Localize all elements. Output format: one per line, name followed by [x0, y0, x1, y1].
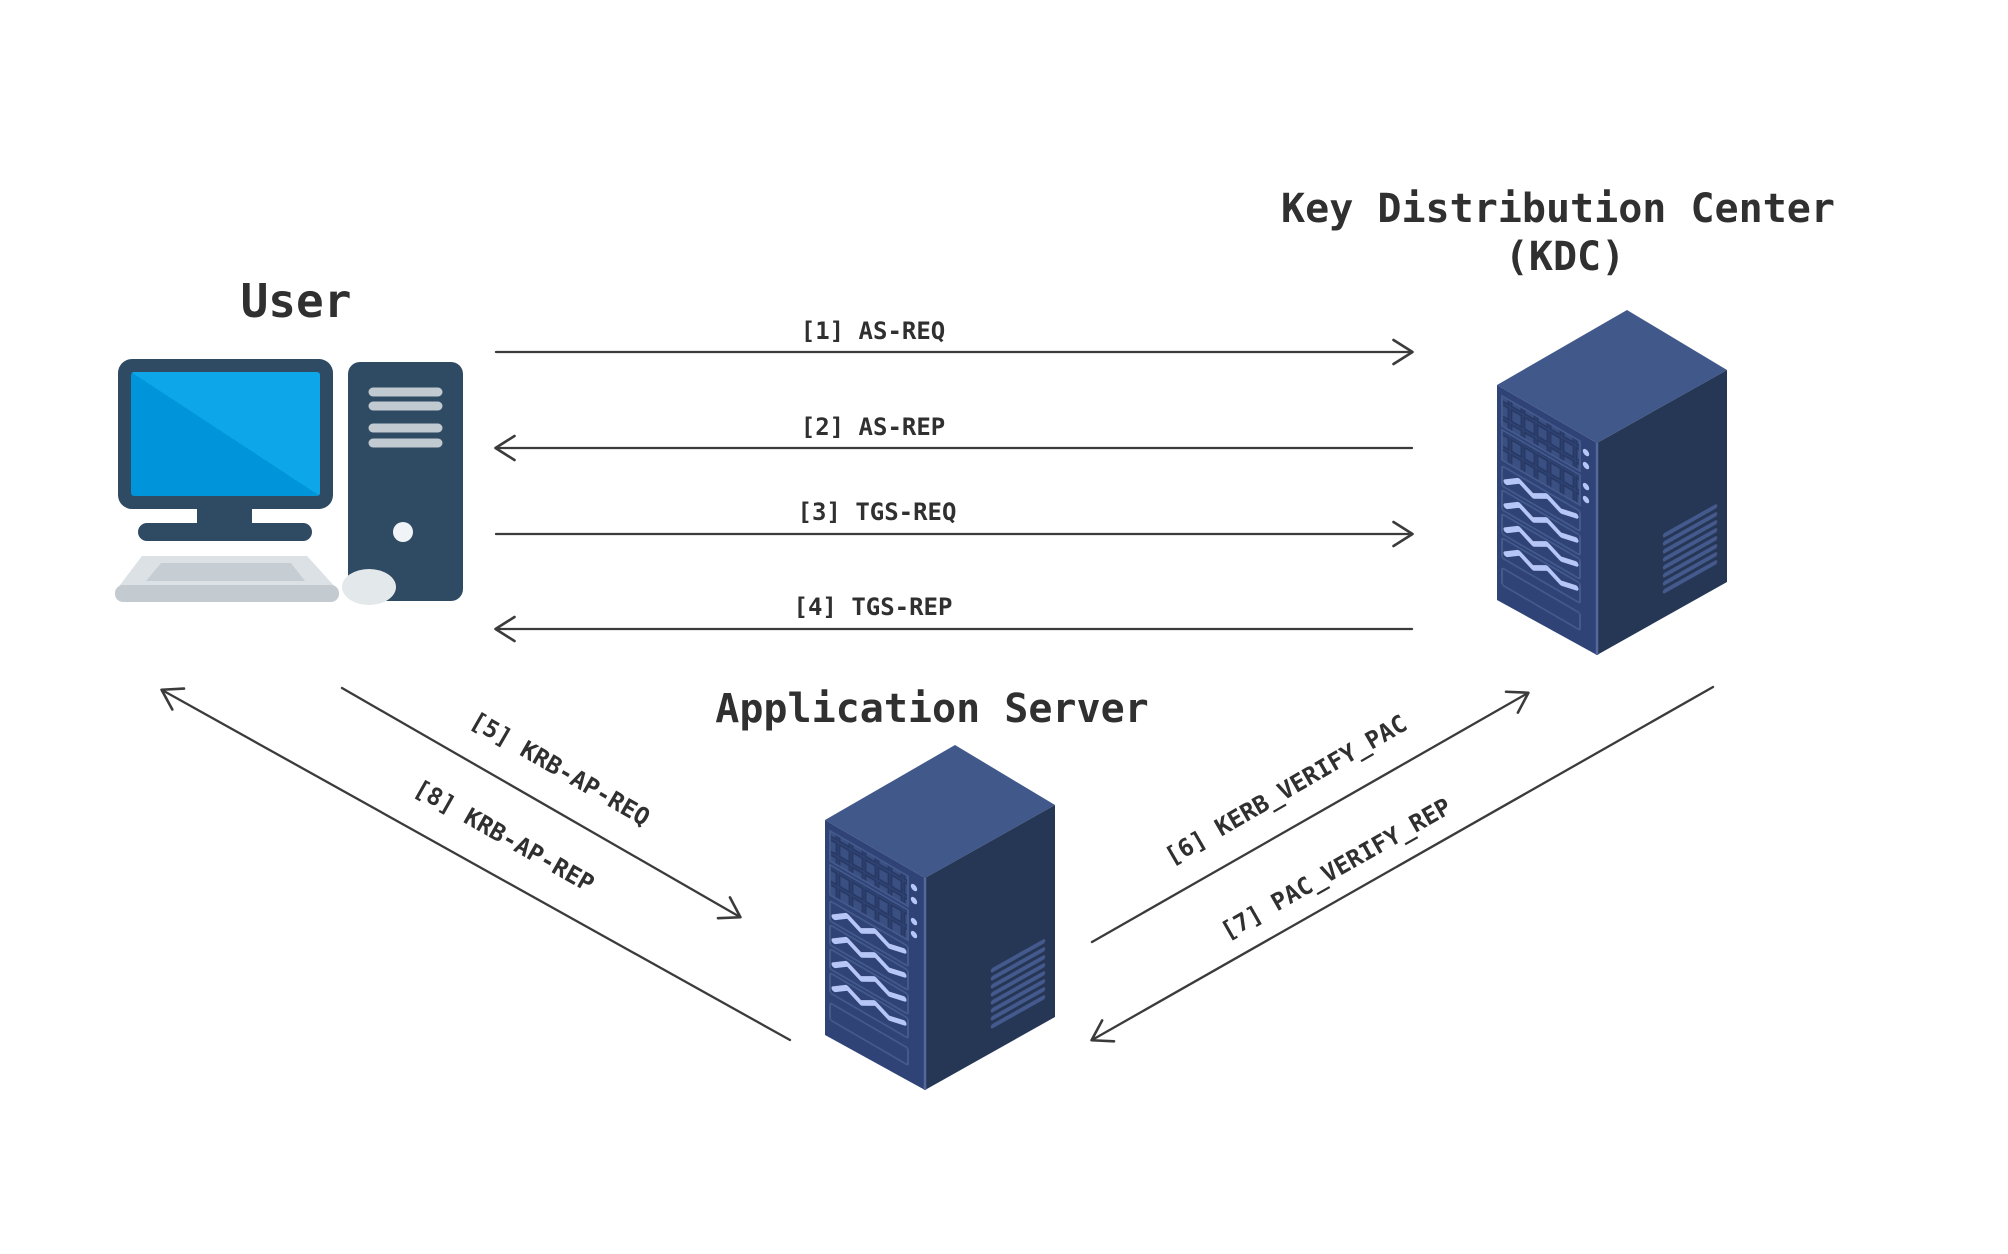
monitor-screen	[131, 372, 320, 496]
user-node-label: User	[241, 274, 352, 328]
kdc-node-label-line2: (KDC)	[1505, 234, 1625, 280]
keyboard-base	[115, 585, 339, 602]
arrow-as-rep: [2] AS-REP	[494, 413, 1414, 462]
application-server-node: Application Server	[715, 686, 1149, 1090]
arrow-kerb-verify-pac: [6] KERB_VERIFY_PAC	[1090, 690, 1530, 944]
tgs-rep-label: [4] TGS-REP	[794, 593, 953, 621]
arrow-tgs-req: [3] TGS-REQ	[494, 498, 1414, 548]
kerb-verify-pac-arrow-line	[1090, 690, 1530, 944]
kdc-server-icon	[1497, 310, 1727, 655]
as-rep-label: [2] AS-REP	[801, 413, 946, 441]
monitor-stand	[138, 523, 312, 541]
tower-power-button	[393, 522, 413, 542]
application-server-icon	[825, 745, 1055, 1090]
arrow-krb-ap-req: [5] KRB-AP-REQ	[340, 686, 742, 920]
tgs-req-label: [3] TGS-REQ	[798, 498, 957, 526]
as-req-label: [1] AS-REQ	[801, 317, 946, 345]
arrow-krb-ap-rep: [8] KRB-AP-REP	[160, 687, 792, 1042]
kdc-node-label-line1: Key Distribution Center	[1281, 186, 1835, 232]
user-node: User	[115, 274, 463, 605]
arrow-tgs-rep: [4] TGS-REP	[494, 593, 1414, 643]
mouse	[342, 569, 396, 605]
krb-ap-req-arrow-line	[340, 686, 742, 920]
desktop-computer-icon	[115, 359, 463, 605]
kdc-node: Key Distribution Center (KDC)	[1281, 186, 1835, 655]
tower-vents	[368, 387, 443, 448]
keyboard-keys	[146, 563, 305, 581]
application-server-node-label: Application Server	[715, 686, 1148, 732]
tower-case	[348, 362, 463, 601]
pac-verify-rep-arrow-line	[1090, 685, 1715, 1043]
arrow-as-req: [1] AS-REQ	[494, 317, 1414, 366]
krb-ap-rep-arrow-line	[160, 687, 792, 1042]
